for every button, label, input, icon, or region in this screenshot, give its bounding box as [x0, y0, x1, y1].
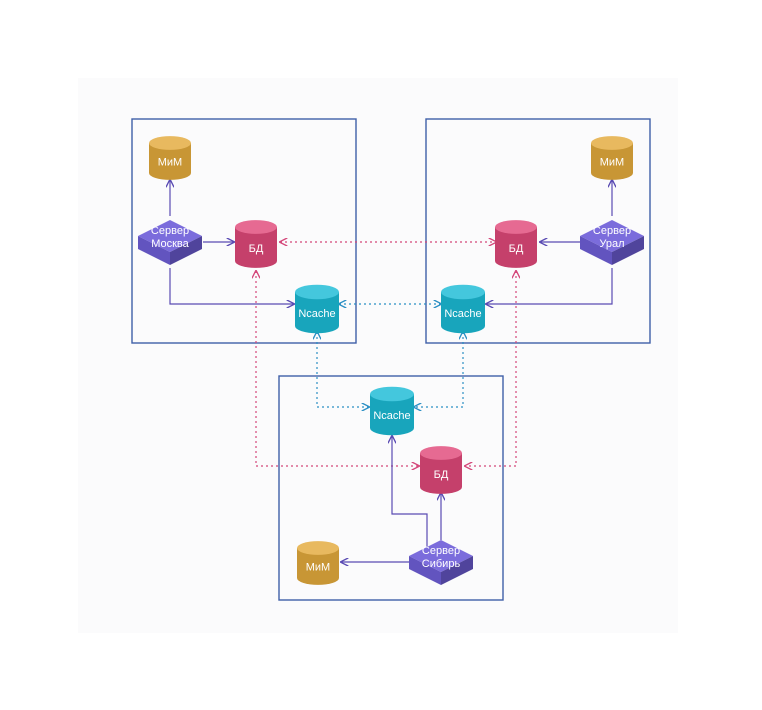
link-ural-server-cache — [486, 268, 613, 304]
link-cache-ural-cache-siberia — [414, 332, 463, 407]
link-db-moscow-db-siberia — [256, 271, 419, 466]
db-siberia-body — [420, 453, 462, 494]
server-ural-right-face — [612, 236, 644, 265]
server-siberia-label-line2: Сибирь — [422, 558, 461, 570]
cache-moscow[interactable]: Ncache — [295, 284, 339, 334]
db-moscow[interactable]: БД — [235, 220, 277, 268]
mim-siberia-label: МиМ — [306, 562, 330, 574]
db-ural-body — [495, 227, 537, 268]
cache-siberia-top — [370, 386, 414, 402]
mim-moscow-top — [149, 136, 191, 150]
server-moscow-left-face — [138, 236, 170, 265]
db-siberia-label: БД — [434, 469, 449, 481]
server-moscow-label-line2: Москва — [151, 238, 189, 250]
mim-moscow[interactable]: МиМ — [149, 136, 191, 180]
cache-moscow-body — [295, 292, 339, 334]
mim-moscow-body — [149, 143, 191, 180]
db-siberia[interactable]: БД — [420, 446, 462, 494]
mim-siberia-top — [297, 541, 339, 555]
db-moscow-top — [235, 220, 277, 234]
cache-siberia-body — [370, 394, 414, 436]
link-db-ural-db-siberia — [465, 271, 516, 466]
server-ural-left-face — [580, 236, 612, 265]
db-moscow-body — [235, 227, 277, 268]
cache-ural[interactable]: Ncache — [441, 284, 485, 334]
mim-ural[interactable]: МиМ — [591, 136, 633, 180]
server-ural-label-line2: Урал — [599, 238, 624, 250]
server-siberia-left-face — [409, 556, 441, 585]
db-replication-links — [256, 242, 516, 466]
region-frame-moscow — [131, 118, 357, 344]
db-siberia-top — [420, 446, 462, 460]
link-siberia-server-cache — [392, 436, 428, 547]
cache-siberia-label: Ncache — [373, 410, 410, 422]
server-siberia-right-face — [441, 556, 473, 585]
mim-siberia[interactable]: МиМ — [297, 541, 339, 585]
server-ural-label-line1: Сервер — [593, 225, 631, 237]
mim-ural-body — [591, 143, 633, 180]
cache-ural-label: Ncache — [444, 308, 481, 320]
server-links — [170, 180, 612, 562]
mim-moscow-label: МиМ — [158, 157, 182, 169]
cache-moscow-label: Ncache — [298, 308, 335, 320]
mim-ural-top — [591, 136, 633, 150]
cache-sync-links — [317, 304, 463, 407]
db-ural-top — [495, 220, 537, 234]
mim-siberia-body — [297, 548, 339, 585]
cache-siberia[interactable]: Ncache — [370, 386, 414, 436]
cache-ural-body — [441, 292, 485, 334]
cache-moscow-top — [295, 284, 339, 300]
server-siberia-label-line1: Сервер — [422, 545, 460, 557]
db-ural-label: БД — [509, 243, 524, 255]
region-frame-ural — [425, 118, 651, 344]
db-ural[interactable]: БД — [495, 220, 537, 268]
cache-ural-top — [441, 284, 485, 300]
link-cache-moscow-cache-siberia — [317, 332, 369, 407]
db-moscow-label: БД — [249, 243, 264, 255]
server-moscow-label-line1: Сервер — [151, 225, 189, 237]
mim-ural-label: МиМ — [600, 157, 624, 169]
link-moscow-server-cache — [169, 268, 294, 304]
server-moscow-right-face — [170, 236, 202, 265]
